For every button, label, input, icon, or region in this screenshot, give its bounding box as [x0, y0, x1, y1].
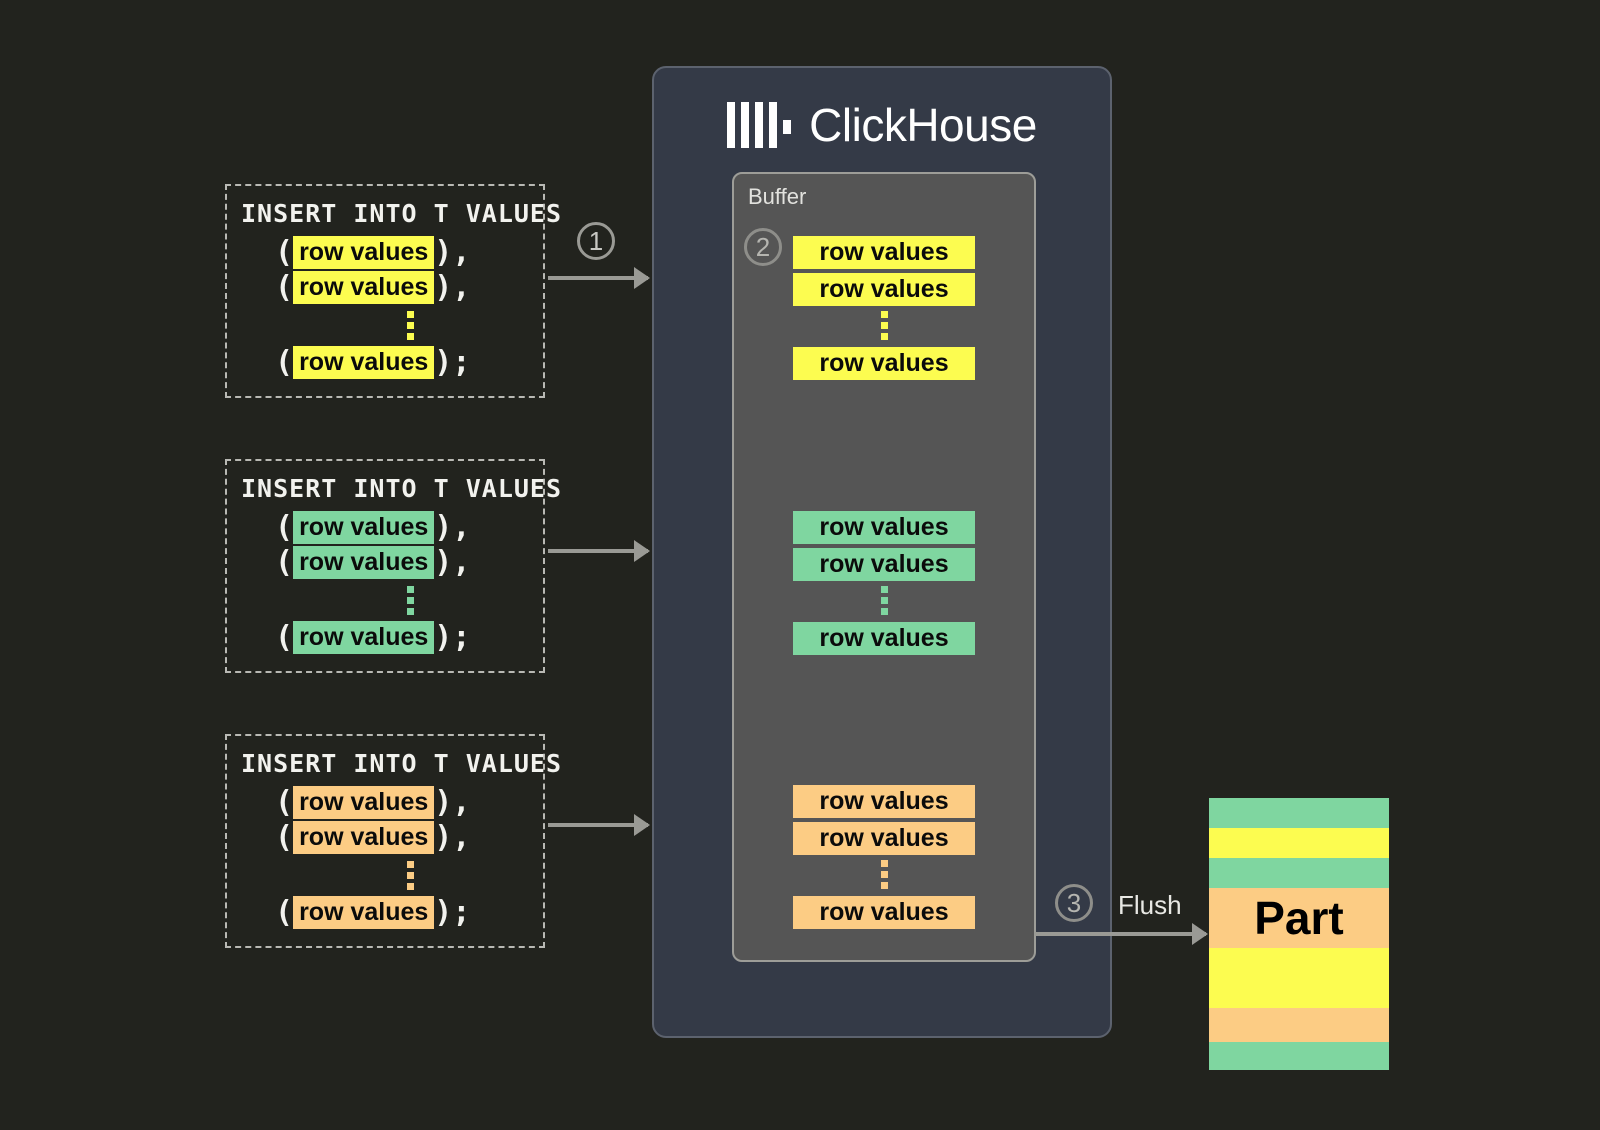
- buffer-row: row values: [793, 273, 975, 306]
- open-paren: (: [275, 270, 294, 306]
- ellipsis-wrap: [263, 856, 523, 895]
- part-box: Part: [1209, 798, 1389, 1070]
- buffer-row: row values: [793, 347, 975, 380]
- buffer-row: row values: [793, 896, 975, 929]
- arrow-insert-1-to-clickhouse: [548, 276, 648, 280]
- insert-header-3: INSERT INTO T VALUES: [241, 749, 563, 778]
- flush-label: Flush: [1118, 890, 1182, 920]
- open-paren: (: [275, 820, 294, 856]
- buffer-row: row values: [793, 548, 975, 581]
- vertical-ellipsis-icon: [734, 586, 1034, 615]
- buffer-group-yellow: row values row values row values: [734, 236, 1034, 384]
- close-paren: ),: [434, 234, 471, 270]
- buffer-row: row values: [793, 236, 975, 269]
- close-paren: );: [434, 894, 471, 930]
- step-number-2: 2: [744, 228, 782, 266]
- insert-statement-box-2: INSERT INTO T VALUES ( row values ), ( r…: [225, 459, 563, 673]
- open-paren: (: [275, 234, 294, 270]
- ellipsis-wrap: [263, 306, 523, 345]
- vertical-ellipsis-icon: [734, 311, 1034, 340]
- part-stripe: [1209, 858, 1389, 888]
- insert-line: ( row values ),: [241, 235, 529, 270]
- insert-line: ( row values ),: [241, 785, 529, 820]
- buffer-row: row values: [793, 785, 975, 818]
- arrow-insert-3-to-clickhouse: [548, 823, 648, 827]
- close-paren: );: [434, 344, 471, 380]
- vertical-ellipsis-icon: [373, 310, 414, 340]
- arrow-insert-2-to-clickhouse: [548, 549, 648, 553]
- insert-line: ( row values ),: [241, 545, 529, 580]
- row-values-chip: row values: [293, 821, 435, 855]
- open-paren: (: [275, 619, 294, 655]
- close-paren: ),: [434, 784, 471, 820]
- close-paren: ),: [434, 270, 471, 306]
- close-paren: ),: [434, 820, 471, 856]
- part-stripe: [1209, 1008, 1389, 1042]
- part-stripe: [1209, 948, 1389, 1008]
- open-paren: (: [275, 784, 294, 820]
- part-stripe: [1209, 828, 1389, 858]
- row-values-chip: row values: [293, 895, 435, 929]
- part-stripe: [1209, 798, 1389, 828]
- row-values-chip: row values: [293, 546, 435, 580]
- buffer-row: row values: [793, 822, 975, 855]
- open-paren: (: [275, 509, 294, 545]
- part-stripe: [1209, 1042, 1389, 1070]
- buffer-row: row values: [793, 511, 975, 544]
- clickhouse-logo-icon: [727, 102, 792, 148]
- buffer-group-green: row values row values row values: [734, 511, 1034, 659]
- open-paren: (: [275, 894, 294, 930]
- part-stripe: Part: [1209, 888, 1389, 948]
- insert-line: ( row values ),: [241, 820, 529, 855]
- insert-header-1: INSERT INTO T VALUES: [241, 199, 563, 228]
- arrow-flush-to-part: [1034, 932, 1206, 936]
- row-values-chip: row values: [293, 235, 435, 269]
- insert-header-2: INSERT INTO T VALUES: [241, 474, 563, 503]
- insert-statement-box-1: INSERT INTO T VALUES ( row values ), ( r…: [225, 184, 563, 398]
- row-values-chip: row values: [293, 510, 435, 544]
- close-paren: ),: [434, 545, 471, 581]
- part-label: Part: [1254, 892, 1344, 944]
- buffer-group-orange: row values row values row values: [734, 785, 1034, 933]
- row-values-chip: row values: [293, 620, 435, 654]
- clickhouse-branding: ClickHouse: [654, 98, 1110, 152]
- ellipsis-wrap: [263, 581, 523, 620]
- step-number-1: 1: [577, 222, 615, 260]
- clickhouse-panel: ClickHouse Buffer row values row values …: [652, 66, 1112, 1038]
- buffer-panel: Buffer row values row values row values …: [732, 172, 1036, 962]
- insert-statement-box-3: INSERT INTO T VALUES ( row values ), ( r…: [225, 734, 563, 948]
- row-values-chip: row values: [293, 271, 435, 305]
- insert-line: ( row values ),: [241, 270, 529, 305]
- row-values-chip: row values: [293, 785, 435, 819]
- insert-line: ( row values );: [241, 620, 529, 655]
- buffer-row: row values: [793, 622, 975, 655]
- clickhouse-title: ClickHouse: [809, 99, 1037, 151]
- insert-line: ( row values ),: [241, 510, 529, 545]
- row-values-chip: row values: [293, 345, 435, 379]
- open-paren: (: [275, 545, 294, 581]
- close-paren: );: [434, 619, 471, 655]
- close-paren: ),: [434, 509, 471, 545]
- insert-line: ( row values );: [241, 345, 529, 380]
- vertical-ellipsis-icon: [734, 860, 1034, 889]
- vertical-ellipsis-icon: [373, 860, 414, 890]
- open-paren: (: [275, 344, 294, 380]
- step-number-3: 3: [1055, 884, 1093, 922]
- insert-line: ( row values );: [241, 895, 529, 930]
- vertical-ellipsis-icon: [373, 585, 414, 615]
- buffer-label: Buffer: [748, 184, 807, 209]
